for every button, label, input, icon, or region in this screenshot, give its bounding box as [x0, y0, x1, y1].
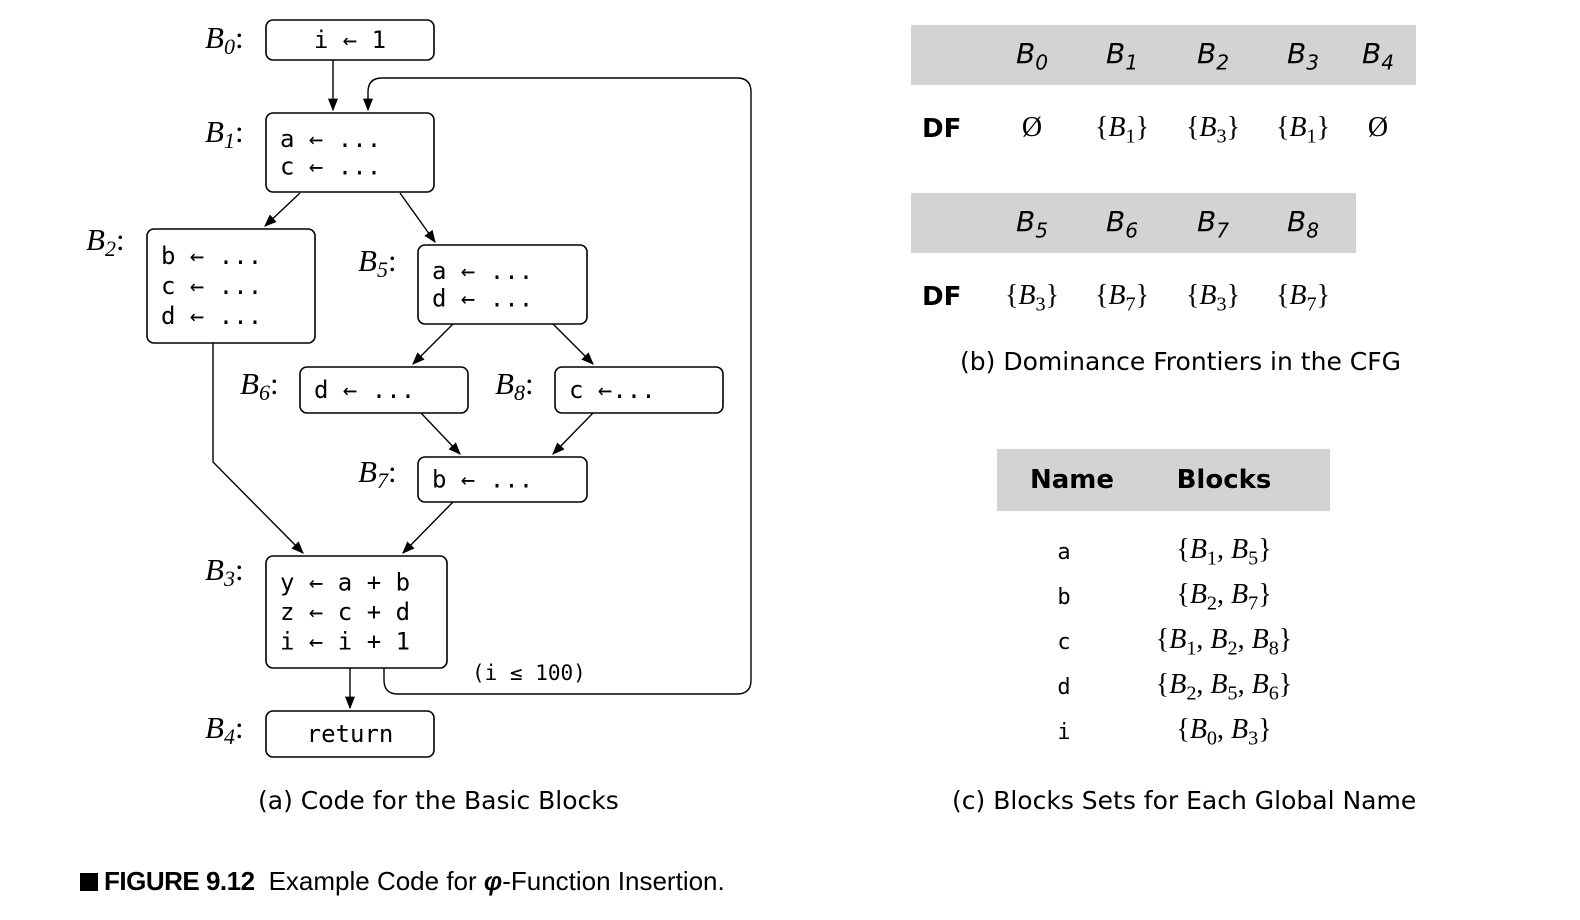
block-label: B3:	[205, 552, 244, 591]
code-line: return	[307, 720, 394, 748]
global-name-cell: i	[1057, 720, 1071, 745]
block-label: B8:	[495, 366, 534, 405]
block-label: B5:	[358, 243, 397, 282]
blocks-table-header-cell: Blocks	[1176, 465, 1272, 495]
basic-block-b8: B8: c ←...	[495, 366, 724, 414]
block-box	[265, 112, 435, 193]
code-line: i ← 1	[314, 26, 386, 54]
df-value-cell: {B1}	[1094, 112, 1150, 148]
df-row-label: DF	[922, 282, 962, 312]
block-box	[265, 19, 435, 61]
df-value-cell: Ø	[1367, 112, 1389, 143]
block-box	[417, 244, 588, 325]
block-box	[265, 555, 448, 669]
block-label: B6:	[240, 366, 279, 405]
code-line: d ← ...	[161, 302, 262, 330]
code-line: c ← ...	[280, 152, 381, 180]
df-header-cell: B1	[1105, 37, 1139, 75]
block-label: B1:	[205, 114, 244, 153]
df-value-cell: Ø	[1021, 112, 1043, 143]
df-table-header-2	[911, 193, 1356, 253]
basic-block-b5: B5: a ← ...d ← ...	[358, 243, 588, 325]
blocks-table-header-cell: Name	[1029, 465, 1115, 495]
edge-b2-b3	[212, 343, 304, 554]
code-line: y ← a + b	[280, 569, 410, 597]
basic-block-b0: B0: i ← 1	[205, 19, 435, 61]
global-name-cell: b	[1057, 585, 1071, 610]
caption-square-icon	[80, 873, 98, 891]
block-set-cell: {B2, B5, B6}	[1155, 669, 1293, 705]
basic-block-b7: B7: b ← ...	[358, 454, 588, 503]
code-line: z ← c + d	[280, 598, 410, 626]
code-line: a ← ...	[280, 125, 381, 153]
block-label: B4:	[205, 710, 244, 749]
block-label: B0:	[205, 20, 244, 59]
edge-b1-b5	[399, 192, 436, 244]
df-header-cell: B3	[1286, 37, 1320, 75]
code-line: b ← ...	[432, 466, 533, 494]
figure-caption: FIGURE 9.12 Example Code for φ-Function I…	[80, 866, 725, 897]
df-header-cell: B6	[1105, 205, 1139, 243]
block-label: B7:	[358, 454, 397, 493]
basic-block-b1: B1: a ← ...c ← ...	[205, 112, 435, 193]
df-value-cell: {B3}	[1185, 112, 1241, 148]
block-set-cell: {B1, B2, B8}	[1155, 624, 1293, 660]
basic-block-b4: B4: return	[205, 710, 435, 758]
panel-b-caption: (b) Dominance Frontiers in the CFG	[960, 347, 1401, 376]
df-value-cell: {B3}	[1004, 280, 1060, 316]
global-name-cell: d	[1057, 675, 1071, 700]
code-line: d ← ...	[314, 376, 415, 404]
basic-block-b2: B2: b ← ...c ← ...d ← ...	[86, 222, 316, 344]
figure-number: FIGURE 9.12	[104, 866, 255, 896]
edge-b5-b6	[412, 323, 454, 365]
code-line: i ← i + 1	[280, 627, 410, 655]
block-box	[265, 710, 435, 758]
df-value-cell: {B1}	[1275, 112, 1331, 148]
basic-block-b3: B3: y ← a + bz ← c + di ← i + 1	[205, 552, 448, 669]
basic-block-b6: B6: d ← ...	[240, 366, 469, 414]
edge-b6-b7	[420, 412, 461, 455]
blocks-table-header	[997, 449, 1330, 511]
df-header-cell: B7	[1196, 205, 1230, 243]
df-value-cell: {B7}	[1094, 280, 1150, 316]
block-set-cell: {B2, B7}	[1176, 579, 1272, 615]
edge-b5-b8	[552, 323, 594, 365]
loop-condition-label: (i ≤ 100)	[472, 661, 586, 685]
df-header-cell: B8	[1286, 205, 1320, 243]
global-name-cell: c	[1057, 630, 1071, 655]
code-line: c ←...	[569, 376, 656, 404]
panel-a-caption: (a) Code for the Basic Blocks	[258, 786, 619, 815]
df-header-cell: B2	[1196, 37, 1230, 75]
block-box	[554, 366, 724, 414]
df-value-cell: {B3}	[1185, 280, 1241, 316]
global-name-cell: a	[1057, 540, 1071, 565]
block-box	[299, 366, 469, 414]
block-label: B2:	[86, 222, 125, 261]
code-line: c ← ...	[161, 272, 262, 300]
block-set-cell: {B0, B3}	[1176, 714, 1272, 750]
figure-title: Example Code for φ-Function Insertion.	[268, 866, 725, 896]
df-header-cell: B4	[1361, 37, 1395, 75]
df-table-header-1	[911, 25, 1416, 85]
edge-b1-b2	[264, 192, 301, 227]
block-set-cell: {B1, B5}	[1176, 534, 1272, 570]
df-header-cell: B5	[1015, 205, 1049, 243]
df-row-label: DF	[922, 114, 962, 144]
panel-c-caption: (c) Blocks Sets for Each Global Name	[952, 786, 1417, 815]
df-value-cell: {B7}	[1275, 280, 1331, 316]
block-box	[417, 456, 588, 503]
edge-b3-b1	[362, 77, 752, 695]
code-line: b ← ...	[161, 242, 262, 270]
block-box	[146, 228, 316, 344]
code-line: d ← ...	[432, 284, 533, 312]
code-line: a ← ...	[432, 257, 533, 285]
edge-b8-b7	[552, 412, 594, 455]
df-header-cell: B0	[1015, 37, 1049, 75]
edge-b7-b3	[402, 501, 454, 554]
